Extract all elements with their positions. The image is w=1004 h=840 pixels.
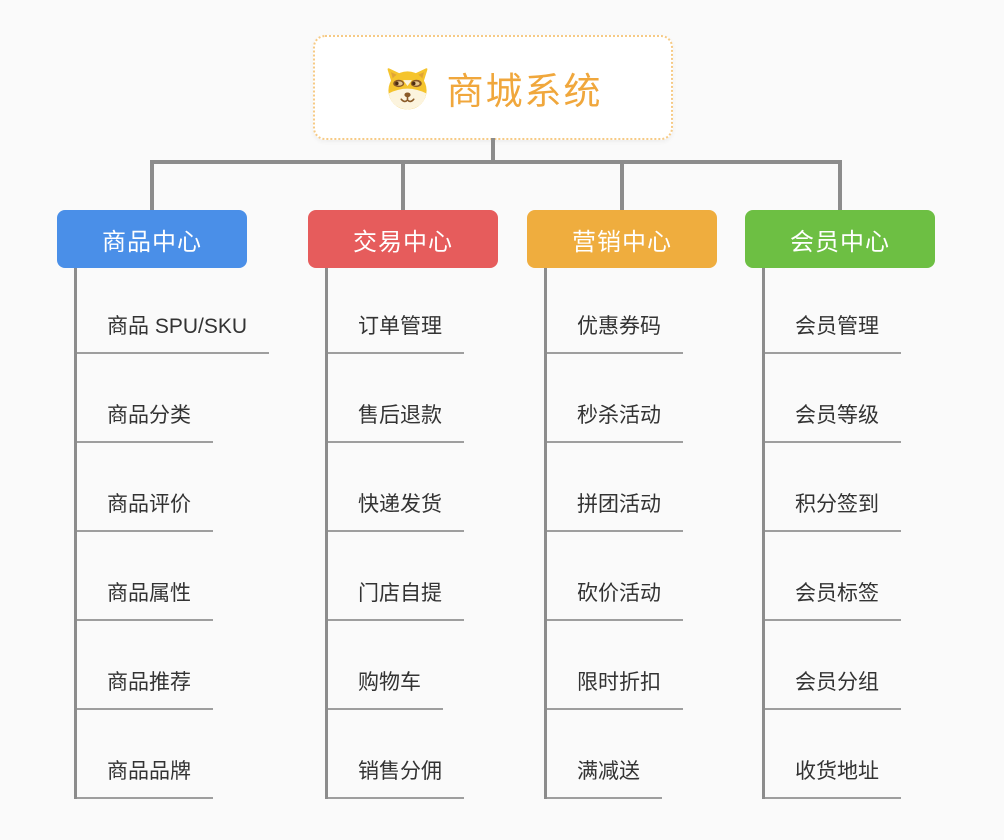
children-column-product: 商品 SPU/SKU 商品分类 商品评价 商品属性 商品推荐 商品品牌: [74, 268, 307, 799]
branch-topic-member-center[interactable]: 会员中心: [745, 210, 935, 268]
child-topic[interactable]: 砍价活动: [547, 577, 683, 621]
child-topic[interactable]: 收货地址: [765, 755, 901, 799]
children-column-trade: 订单管理 售后退款 快递发货 门店自提 购物车 销售分佣: [325, 268, 558, 799]
root-topic-title: 商城系统: [446, 70, 603, 112]
child-topic[interactable]: 积分签到: [765, 488, 901, 532]
child-topic[interactable]: 门店自提: [328, 577, 464, 621]
child-topic[interactable]: 会员标签: [765, 577, 901, 621]
connector-root-drop: [491, 138, 495, 160]
child-topic[interactable]: 商品属性: [77, 577, 213, 621]
child-topic[interactable]: 商品评价: [77, 488, 213, 532]
child-topic[interactable]: 购物车: [328, 666, 443, 710]
root-topic[interactable]: 商城系统: [313, 35, 673, 140]
child-topic[interactable]: 会员管理: [765, 310, 901, 354]
connector-trunk: [150, 160, 842, 164]
child-topic[interactable]: 商品 SPU/SKU: [77, 310, 270, 354]
child-topic[interactable]: 优惠券码: [547, 310, 683, 354]
child-topic[interactable]: 快递发货: [328, 488, 464, 532]
child-topic[interactable]: 商品分类: [77, 399, 213, 443]
branch-topic-marketing-center[interactable]: 营销中心: [527, 210, 717, 268]
connector-drop-marketing: [620, 164, 624, 210]
children-column-member: 会员管理 会员等级 积分签到 会员标签 会员分组 收货地址: [762, 268, 995, 799]
branch-topic-product-center[interactable]: 商品中心: [57, 210, 247, 268]
connector-drop-member: [838, 164, 842, 210]
child-topic[interactable]: 限时折扣: [547, 666, 683, 710]
child-topic[interactable]: 商品推荐: [77, 666, 213, 710]
branch-topic-trade-center[interactable]: 交易中心: [308, 210, 498, 268]
connector-drop-trade: [401, 164, 405, 210]
child-topic[interactable]: 订单管理: [328, 310, 464, 354]
dog-face-icon: [387, 68, 427, 110]
child-topic[interactable]: 会员分组: [765, 666, 901, 710]
child-topic[interactable]: 售后退款: [328, 399, 464, 443]
children-column-marketing: 优惠券码 秒杀活动 拼团活动 砍价活动 限时折扣 满减送: [544, 268, 777, 799]
child-topic[interactable]: 会员等级: [765, 399, 901, 443]
child-topic[interactable]: 销售分佣: [328, 755, 464, 799]
child-topic[interactable]: 拼团活动: [547, 488, 683, 532]
connector-drop-product: [150, 164, 154, 210]
child-topic[interactable]: 秒杀活动: [547, 399, 683, 443]
child-topic[interactable]: 商品品牌: [77, 755, 213, 799]
child-topic[interactable]: 满减送: [547, 755, 662, 799]
